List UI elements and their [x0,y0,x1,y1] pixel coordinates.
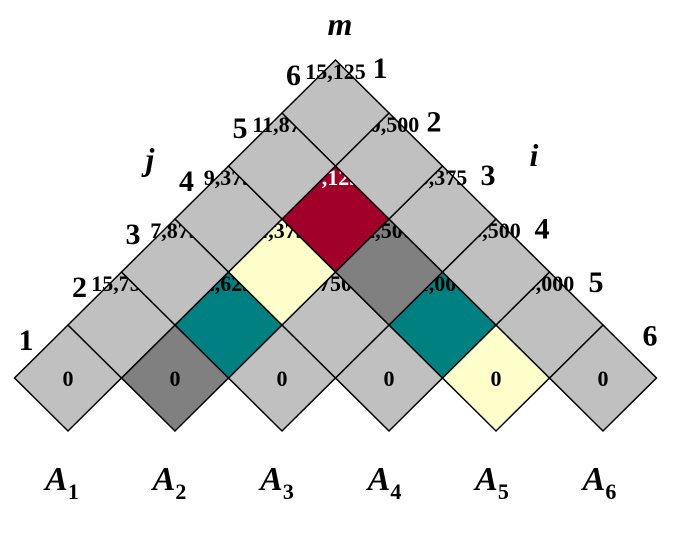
i-label: i [530,137,539,173]
matrix-letter: A [151,461,176,498]
cell-value: 0 [384,366,395,391]
i-axis-label: 1 [373,52,388,85]
cell-value: 0 [598,366,609,391]
matrix-letter: A [366,461,391,498]
j-axis-label: 6 [286,59,301,92]
matrix-letter: A [258,461,283,498]
i-axis-label: 3 [481,159,496,192]
cell-value: 15,125 [305,59,366,84]
i-axis-labels: 1 2 3 4 5 6 [373,52,658,353]
j-axis-labels: 1 2 3 4 5 6 [19,59,302,357]
matrix-subscript: 4 [390,479,401,504]
matrix-subscript: 5 [498,479,509,504]
cell-diamond [280,58,391,168]
i-axis-label: 6 [643,320,658,353]
matrix-letter: A [581,461,606,498]
cell-value: 0 [491,366,502,391]
cell-value: 0 [277,366,288,391]
cell-1-6: 15,125 [280,58,391,168]
matrix-label-4: A4 [366,461,402,504]
i-axis-label: 4 [535,213,550,246]
cell-value: 0 [63,366,74,391]
j-axis-label: 3 [126,218,141,251]
matrix-label-2: A2 [151,461,187,504]
matrix-letter: A [43,461,68,498]
matrix-subscript: 6 [605,479,616,504]
j-axis-label: 2 [72,271,87,304]
j-axis-label: 1 [19,324,34,357]
i-axis-label: 2 [427,106,442,139]
matrix-subscript: 3 [283,479,294,504]
j-axis-label: 4 [179,165,194,198]
m-label: m [328,6,353,42]
matrix-subscript: 2 [175,479,186,504]
matrix-label-1: A1 [43,461,79,504]
matrix-subscript: 1 [68,479,79,504]
j-label: j [141,141,155,177]
i-axis-label: 5 [589,266,604,299]
matrix-label-3: A3 [258,461,294,504]
j-axis-label: 5 [233,112,248,145]
matrix-letter: A [473,461,498,498]
cell-value: 0 [170,366,181,391]
matrix-label-5: A5 [473,461,509,504]
matrix-label-6: A6 [581,461,617,504]
